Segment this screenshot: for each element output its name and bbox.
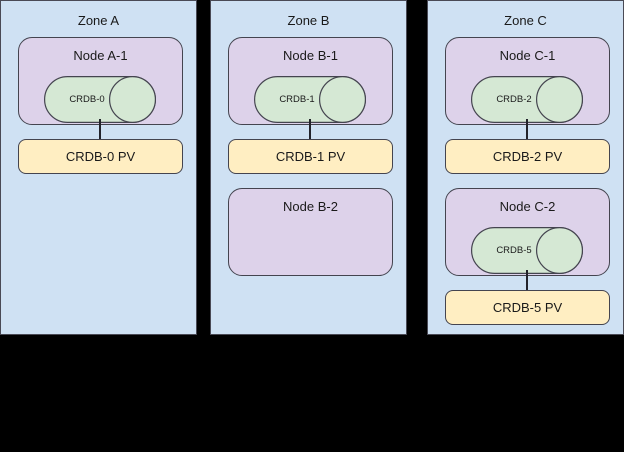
pv-crdb-5: CRDB-5 PV [445, 290, 610, 325]
connector-node-c-2-to-pv [526, 270, 528, 291]
zone-b-container: Zone B Node B-1 CRDB-1 CRDB-1 PV Node B-… [210, 0, 407, 335]
pv-crdb-0: CRDB-0 PV [18, 139, 183, 174]
connector-node-c-1-to-pv [526, 119, 528, 140]
database-crdb-2: CRDB-2 [471, 76, 583, 123]
zone-a-title: Zone A [77, 13, 120, 28]
node-c-2-container: Node C-2 CRDB-5 [445, 188, 610, 276]
node-c-2-title: Node C-2 [499, 199, 556, 214]
pv-crdb-5-label: CRDB-5 PV [492, 300, 563, 315]
pv-crdb-2: CRDB-2 PV [445, 139, 610, 174]
node-c-1-container: Node C-1 CRDB-2 [445, 37, 610, 125]
zone-b-title: Zone B [287, 13, 330, 28]
database-crdb-5: CRDB-5 [471, 227, 583, 274]
node-a-1-container: Node A-1 CRDB-0 [18, 37, 183, 125]
zone-c-container: Zone C Node C-1 CRDB-2 CRDB-2 PV Node C-… [427, 0, 624, 335]
pv-crdb-1: CRDB-1 PV [228, 139, 393, 174]
connector-node-b-1-to-pv [309, 119, 311, 140]
node-b-2-container: Node B-2 [228, 188, 393, 276]
zone-a-container: Zone A Node A-1 CRDB-0 CRDB-0 PV [0, 0, 197, 335]
node-b-2-title: Node B-2 [283, 199, 338, 214]
pv-crdb-2-label: CRDB-2 PV [492, 149, 563, 164]
database-crdb-0: CRDB-0 [44, 76, 156, 123]
pv-crdb-1-label: CRDB-1 PV [275, 149, 346, 164]
pv-crdb-0-label: CRDB-0 PV [65, 149, 136, 164]
connector-node-a-1-to-pv [99, 119, 101, 140]
node-a-1-title: Node A-1 [73, 48, 128, 63]
node-b-1-container: Node B-1 CRDB-1 [228, 37, 393, 125]
zone-c-title: Zone C [504, 13, 547, 28]
node-c-1-title: Node C-1 [499, 48, 556, 63]
database-crdb-1: CRDB-1 [254, 76, 366, 123]
node-b-1-title: Node B-1 [283, 48, 338, 63]
